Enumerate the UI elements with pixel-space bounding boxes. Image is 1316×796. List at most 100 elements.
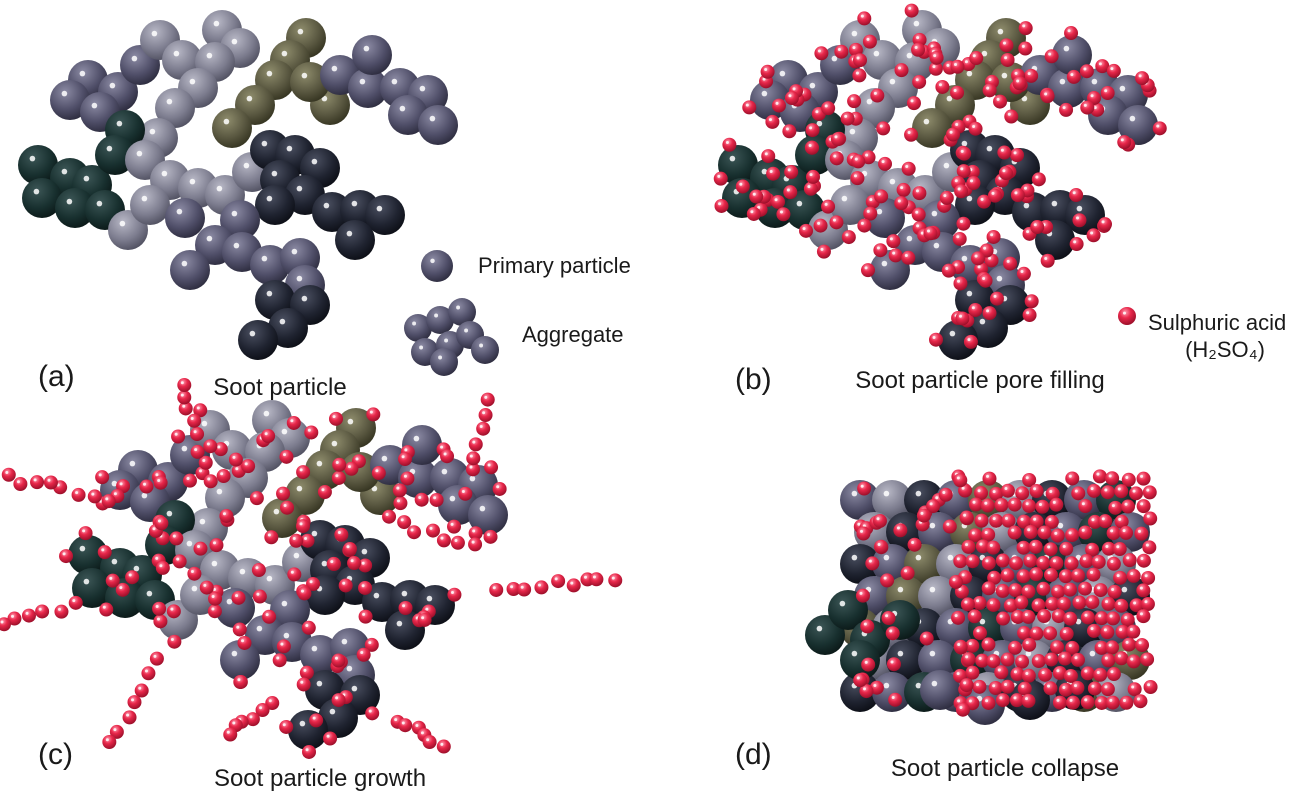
acid-d-3-3 xyxy=(1001,513,1016,528)
soot-a-sphere-62 xyxy=(238,320,278,360)
acid-d-9-6 xyxy=(1045,596,1060,611)
acid-d-7-2 xyxy=(987,570,1002,585)
acid-d-11-6 xyxy=(1043,626,1058,641)
acid-b-0-1 xyxy=(760,64,775,79)
acid-c-14-1 xyxy=(329,411,344,426)
acid-c-15-1 xyxy=(344,461,359,476)
acid-d-7-8 xyxy=(1070,568,1085,583)
acid-d-4-12 xyxy=(1119,525,1134,540)
acid-d-1-12 xyxy=(1129,486,1144,501)
acid-c-34-0 xyxy=(172,554,187,569)
acid-c-24-0 xyxy=(458,486,473,501)
caption-d: Soot particle collapse xyxy=(890,755,1120,782)
acid-b-61-2 xyxy=(963,334,978,349)
legend-primary-label: Primary particle xyxy=(478,253,631,278)
acid-d-8-7 xyxy=(1051,584,1066,599)
soot-c-sphere-61 xyxy=(318,698,358,738)
acid-d-14-1 xyxy=(965,665,980,680)
acid-d-14-4 xyxy=(1010,667,1025,682)
acid-c-46-1 xyxy=(347,556,362,571)
acid-b-40-2 xyxy=(816,244,831,259)
acid-d-4-2 xyxy=(981,527,996,542)
soot-d-sphere-29 xyxy=(918,576,958,616)
acid-b-46-2 xyxy=(977,194,992,209)
soot-d-sphere-68 xyxy=(920,670,960,710)
acid-c-16-1 xyxy=(317,484,332,499)
acid-d-extra-26 xyxy=(961,652,976,667)
acid-d-6-10 xyxy=(1091,554,1106,569)
acid-d-2-2 xyxy=(980,498,995,513)
acid-d-8-2 xyxy=(981,581,996,596)
acid-c-37-0 xyxy=(231,590,246,605)
acid-d-12-10 xyxy=(1094,640,1109,655)
acid-c-20-0 xyxy=(331,470,346,485)
acid-b-41-0 xyxy=(821,199,836,214)
acid-c-arm-2-4 xyxy=(0,617,11,632)
acid-c-arm-4-5 xyxy=(223,727,238,742)
acid-d-13-7 xyxy=(1058,651,1073,666)
acid-d-15-2 xyxy=(988,680,1003,695)
acid-d-7-7 xyxy=(1058,569,1073,584)
acid-d-2-9 xyxy=(1078,499,1093,514)
acid-b-51-2 xyxy=(1030,220,1045,235)
soot-c-sphere-27 xyxy=(468,495,508,535)
acid-c-arm-2-3 xyxy=(7,611,22,626)
acid-d-9-8 xyxy=(1072,595,1087,610)
acid-d-2-4 xyxy=(1007,497,1022,512)
acid-b-17-0 xyxy=(935,79,950,94)
acid-b-54-2 xyxy=(923,226,938,241)
acid-b-14-0 xyxy=(1018,41,1033,56)
acid-d-extra-20 xyxy=(959,510,974,525)
acid-b-39-1 xyxy=(957,146,972,161)
acid-b-46-1 xyxy=(998,166,1013,181)
acid-c-2-0 xyxy=(171,429,186,444)
acid-d-11-7 xyxy=(1059,626,1074,641)
acid-c-38-1 xyxy=(251,563,266,578)
acid-d-2-1 xyxy=(968,497,983,512)
acid-c-57-1 xyxy=(364,637,379,652)
acid-b-37-2 xyxy=(912,186,927,201)
acid-c-54-1 xyxy=(272,653,287,668)
soot-a-sphere-52 xyxy=(220,200,260,240)
acid-c-arm-3-0 xyxy=(149,651,164,666)
acid-c-7-1 xyxy=(241,459,256,474)
caption-c: Soot particle growth xyxy=(213,765,427,792)
acid-b-18-2 xyxy=(946,127,961,142)
panel-tag-b: (b) xyxy=(735,363,772,396)
soot-c-sphere-56 xyxy=(300,635,340,675)
acid-d-10-7 xyxy=(1051,609,1066,624)
acid-b-50-2 xyxy=(1086,228,1101,243)
acid-b-4-2 xyxy=(853,53,868,68)
acid-c-48-0 xyxy=(358,580,373,595)
acid-d-13-12 xyxy=(1126,654,1141,669)
soot-a-sphere-20 xyxy=(290,62,330,102)
acid-b-62-2 xyxy=(929,332,944,347)
soot-c-sphere-62 xyxy=(288,710,328,750)
acid-c-51-1 xyxy=(417,612,432,627)
acid-c-46-0 xyxy=(358,558,373,573)
acid-c-7-0 xyxy=(279,449,294,464)
acid-b-7-2 xyxy=(929,50,944,65)
acid-d-3-10 xyxy=(1098,514,1113,529)
acid-d-8-8 xyxy=(1063,582,1078,597)
acid-c-56-1 xyxy=(299,665,314,680)
acid-b-8-0 xyxy=(906,96,921,111)
acid-d-8-13 xyxy=(1136,583,1151,598)
legend-acid-label: Sulphuric acid xyxy=(1148,310,1287,335)
acid-b-57-2 xyxy=(986,229,1001,244)
acid-c-9-1 xyxy=(216,469,231,484)
acid-d-6-8 xyxy=(1064,556,1079,571)
soot-a-sphere-32 xyxy=(55,188,95,228)
acid-d-11-9 xyxy=(1086,623,1101,638)
acid-c-arm-3-4 xyxy=(122,710,137,725)
acid-d-2-13 xyxy=(1136,499,1151,514)
soot-d-sphere-47 xyxy=(918,640,958,680)
acid-c-arm-3-1 xyxy=(141,666,156,681)
acid-c-27-0 xyxy=(468,526,483,541)
acid-d-8-9 xyxy=(1077,581,1092,596)
acid-d-13-3 xyxy=(1000,652,1015,667)
acid-c-10-1 xyxy=(219,508,234,523)
acid-d-extra-30 xyxy=(861,657,876,672)
soot-c-sphere-31 xyxy=(72,568,112,608)
acid-b-8-2 xyxy=(912,74,927,89)
